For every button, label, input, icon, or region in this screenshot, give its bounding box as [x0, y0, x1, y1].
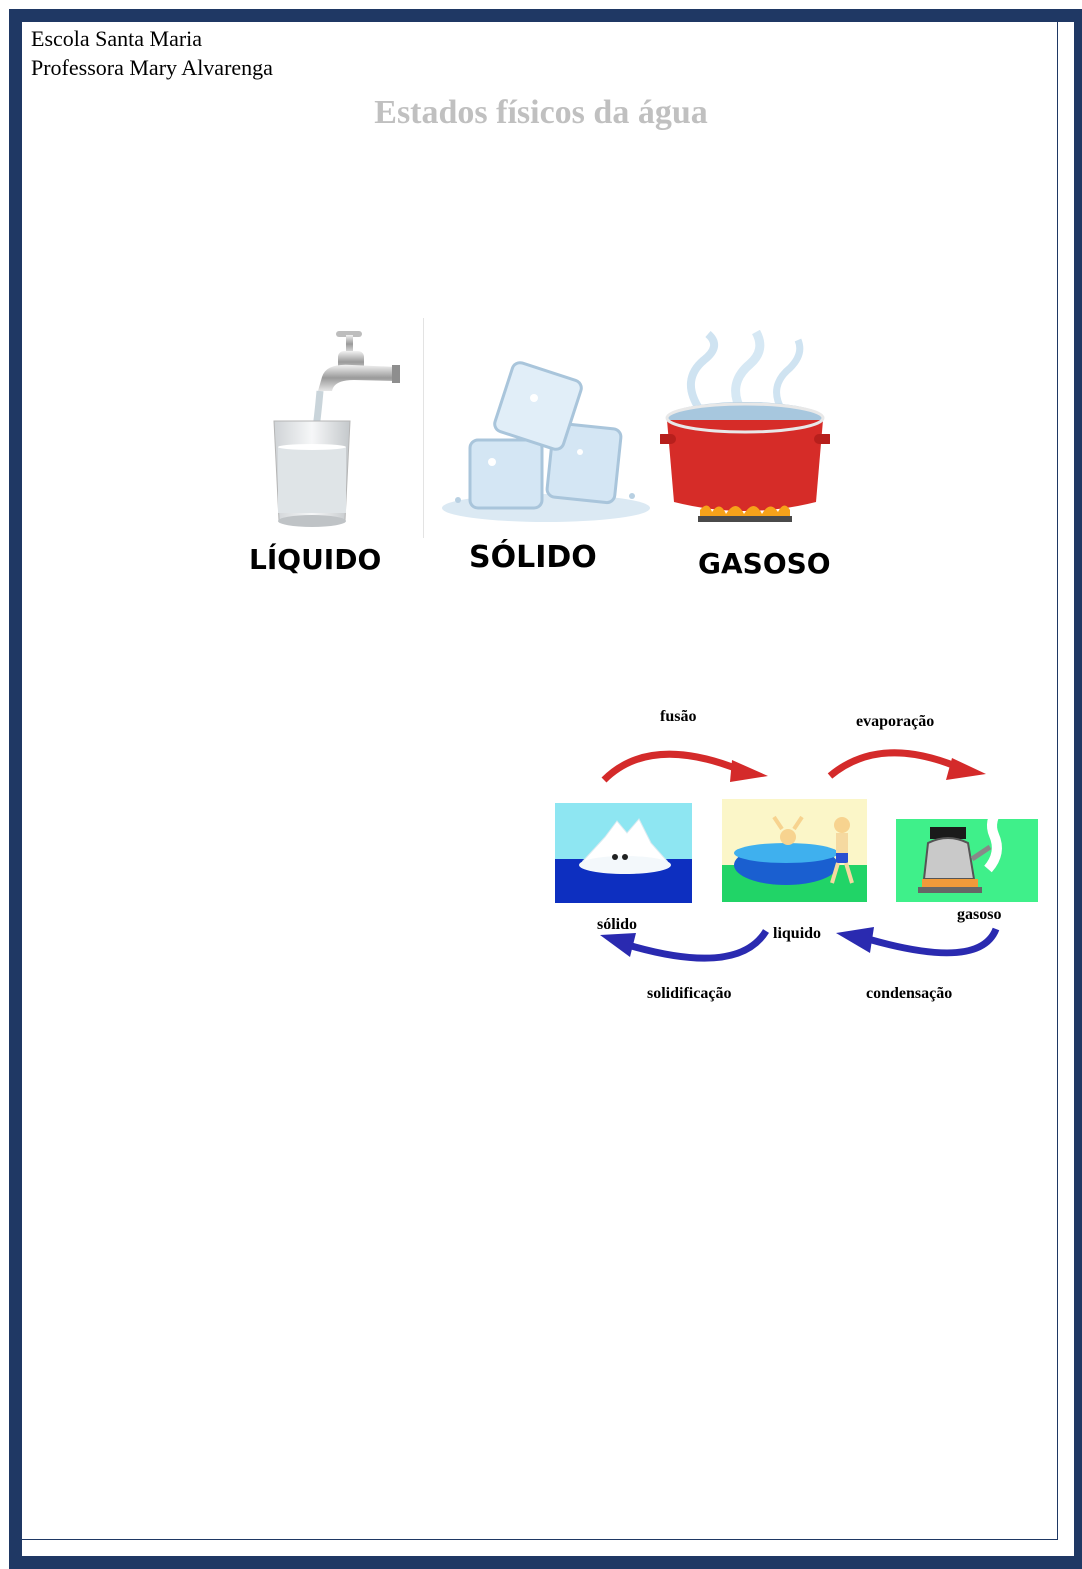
picture-divider: [423, 318, 424, 538]
state-label-solid: SÓLIDO: [469, 540, 597, 575]
kettle-scene-image: [896, 799, 1038, 902]
page-title: Estados físicos da água: [0, 94, 1082, 132]
cycle-label-evaporation: evaporação: [856, 713, 934, 731]
cycle-label-condensation: condensação: [866, 985, 952, 1003]
state-label-gas: GASOSO: [698, 547, 831, 580]
boiling-pot-image: [660, 330, 830, 530]
state-label-liquid: LÍQUIDO: [249, 543, 381, 576]
heating-arrows: [590, 740, 1000, 790]
pool-scene-image: [722, 799, 867, 902]
tap-glass-image: [262, 325, 407, 535]
cycle-label-solidification: solidificação: [647, 985, 731, 1003]
ice-cubes-image: [440, 360, 652, 525]
arrow-condensation: [868, 929, 996, 953]
arrow-evaporation: [830, 753, 960, 776]
teacher-name: Professora Mary Alvarenga: [31, 57, 273, 79]
cooling-arrows: [598, 925, 1008, 975]
school-name: Escola Santa Maria: [31, 28, 202, 50]
arrow-solidification: [628, 931, 766, 958]
cycle-label-gas: gasoso: [957, 906, 1001, 924]
iceberg-scene-image: [555, 803, 692, 903]
arrow-fusion: [604, 754, 740, 780]
cycle-label-fusion: fusão: [660, 708, 696, 726]
